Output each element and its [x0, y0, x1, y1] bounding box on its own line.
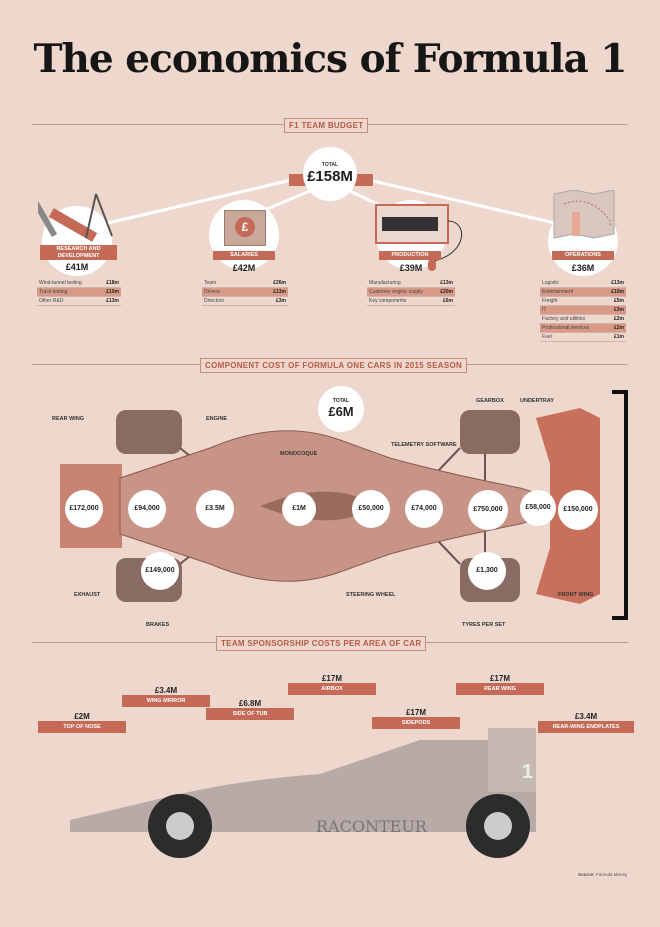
pound-cash-icon: £ — [224, 210, 266, 246]
table-row: Directors£3m — [202, 298, 288, 306]
table-row: Logistic£13m — [540, 280, 626, 288]
spon-value: £17M — [321, 674, 342, 683]
car-side-view: 1 RACONTEUR — [70, 728, 536, 858]
label-exhaust: EXHAUST — [74, 592, 101, 598]
spon-value: £2M — [74, 712, 90, 721]
spon-label: WING MIRROR — [122, 695, 210, 707]
source-note: Source: Formula Money — [578, 872, 627, 877]
label-steering-wheel: STEERING WHEEL — [346, 592, 396, 598]
table-row: Professional services£2m — [540, 324, 626, 333]
table-row: Key components£6m — [367, 298, 455, 306]
salaries-amount: £42M — [232, 263, 256, 273]
components-total-value: £6M — [328, 404, 354, 419]
table-row: Manufacturing£13m — [367, 280, 455, 288]
table-row: Freight£5m — [540, 298, 626, 306]
spon-airbox: £17M AIRBOX — [288, 674, 376, 695]
operations-amount: £36M — [571, 263, 595, 273]
spon-label: SIDE OF TUB — [206, 708, 294, 720]
table-row: Track testing£10m — [37, 288, 121, 297]
table-row: IT£3m — [540, 306, 626, 315]
bracket — [612, 390, 628, 620]
source-value: Formula Money — [596, 872, 628, 877]
value-front-wing: £150,000 — [558, 490, 598, 530]
rnd-table: Wind-tunnel testing£18m Track testing£10… — [37, 279, 121, 306]
spon-label: TOP OF NOSE — [38, 721, 126, 733]
table-row: Other R&D£13m — [37, 298, 121, 306]
section-title-sponsorship: TEAM SPONSORSHIP COSTS PER AREA OF CAR — [216, 636, 427, 651]
value-tyres: £1,300 — [468, 552, 506, 590]
map-pin-icon — [553, 190, 615, 239]
spon-top-of-nose: £2M TOP OF NOSE — [38, 712, 126, 733]
spon-wing-mirror: £3.4M WING MIRROR — [122, 686, 210, 707]
label-brakes: BRAKES — [146, 622, 170, 628]
car-number: 1 — [522, 761, 533, 783]
spon-value: £17M — [489, 674, 510, 683]
computer-mouse-icon — [375, 204, 463, 271]
rnd-amount: £41M — [65, 262, 89, 272]
table-row: Fuel£1m — [540, 334, 626, 342]
spon-sidepods: £17M SIDEPODS — [372, 708, 460, 729]
car-brand: RACONTEUR — [316, 817, 428, 836]
table-row: Factory and utilities£2m — [540, 316, 626, 324]
spon-value: £3.4M — [154, 686, 178, 695]
value-brakes: £149,000 — [141, 552, 179, 590]
value-steering-wheel: £50,000 — [352, 490, 390, 528]
operations-ribbon: OPERATIONS — [552, 251, 614, 260]
production-amount: £39M — [399, 263, 423, 273]
section-title-budget: F1 TEAM BUDGET — [284, 118, 369, 133]
spon-value: £17M — [405, 708, 426, 717]
table-row: Team£26m — [202, 280, 288, 288]
components-total-label: TOTAL — [332, 398, 350, 404]
value-exhaust: £172,000 — [65, 490, 103, 528]
rnd-ribbon: RESEARCH AND DEVELOPMENT — [40, 245, 117, 260]
table-row: Wind-tunnel testing£18m — [37, 280, 121, 288]
label-telemetry: TELEMETRY SOFTWARE — [391, 442, 457, 448]
spon-value: £6.8M — [238, 699, 262, 708]
salaries-table: Team£26m Drivers£13m Directors£3m — [202, 279, 288, 306]
production-table: Manufacturing£13m Customer engine supply… — [367, 279, 455, 306]
section-title-components: COMPONENT COST OF FORMULA ONE CARS IN 20… — [200, 358, 468, 373]
spon-label: SIDEPODS — [372, 717, 460, 729]
production-ribbon: PRODUCTION — [379, 251, 441, 260]
spon-rear-wing-endplates: £3.4M REAR-WING ENDPLATES — [538, 712, 634, 733]
spon-label: REAR WING — [456, 683, 544, 695]
budget-total-label: TOTAL — [321, 162, 339, 168]
table-row: Entertainment£10m — [540, 288, 626, 297]
label-engine: ENGINE — [206, 416, 228, 422]
budget-total-circle: TOTAL £158M — [303, 147, 357, 201]
label-tyres: TYRES PER SET — [462, 622, 506, 628]
spon-side-of-tub: £6.8M SIDE OF TUB — [206, 699, 294, 720]
source-label: Source: — [578, 872, 595, 877]
page-title: The economics of Formula 1 — [33, 36, 628, 82]
value-engine: £3.5M — [196, 490, 234, 528]
components-total-circle: TOTAL £6M — [318, 386, 364, 432]
value-telemetry: £74,000 — [405, 490, 443, 528]
value-gearbox: £750,000 — [468, 490, 508, 530]
value-rear-wing: £94,000 — [128, 490, 166, 528]
spon-label: AIRBOX — [288, 683, 376, 695]
operations-table: Logistic£13m Entertainment£10m Freight£5… — [540, 279, 626, 342]
label-front-wing: FRONT WING — [558, 592, 594, 598]
label-undertray: UNDERTRAY — [520, 398, 555, 404]
salaries-ribbon: SALARIES — [213, 251, 275, 260]
spon-value: £3.4M — [574, 712, 598, 721]
value-undertray: £58,000 — [520, 490, 556, 526]
label-gearbox: GEARBOX — [476, 398, 504, 404]
spon-label: REAR-WING ENDPLATES — [538, 721, 634, 733]
ruler-compass-icon — [38, 193, 113, 242]
table-row: Drivers£13m — [202, 288, 288, 297]
label-monocoque: MONOCOQUE — [280, 451, 318, 457]
table-row: Customer engine supply£20m — [367, 288, 455, 297]
value-monocoque: £1M — [282, 492, 316, 526]
spon-rear-wing: £17M REAR WING — [456, 674, 544, 695]
label-rear-wing: REAR WING — [52, 416, 85, 422]
budget-total-value: £158M — [307, 168, 353, 185]
